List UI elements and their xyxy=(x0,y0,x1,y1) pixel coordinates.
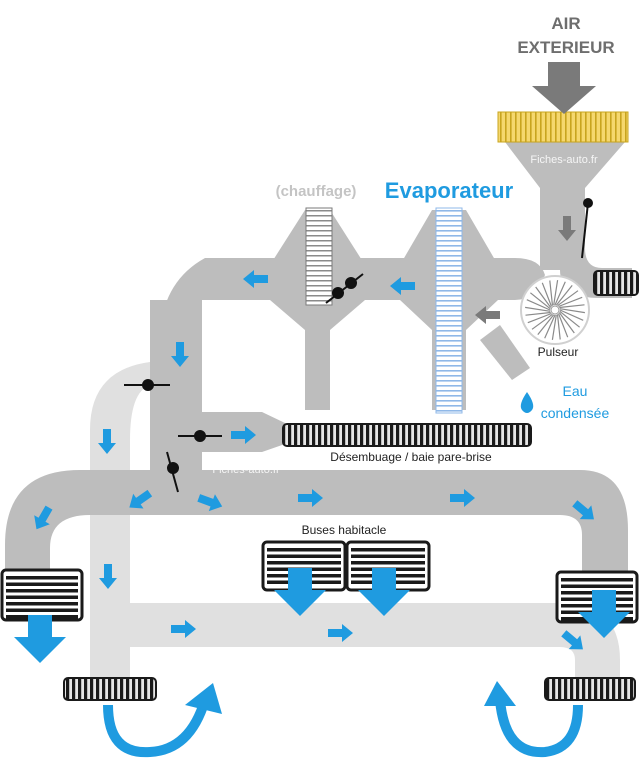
flow-arrow-icon xyxy=(98,429,116,454)
recirc-right-arrow-icon xyxy=(495,699,583,758)
condensate-drain xyxy=(480,325,530,380)
flow-arrow-icon xyxy=(450,489,475,507)
left-light-riser xyxy=(90,362,150,700)
flow-arrow-icon xyxy=(572,500,594,520)
flow-arrow-icon xyxy=(231,426,256,444)
flow-arrow-icon xyxy=(171,620,196,638)
evaporateur-label: Evaporateur xyxy=(385,178,514,203)
left-side-outlet-grille xyxy=(0,568,84,622)
left-lower-branch xyxy=(5,470,175,575)
flaps xyxy=(124,198,593,493)
air-exterieur-label-line1: AIR xyxy=(551,14,580,33)
defrost-flap-icon xyxy=(178,430,222,442)
flow-arrow-icon xyxy=(171,342,189,367)
watermark-top: Fiches-auto.fr xyxy=(530,154,598,166)
blower-side-grille xyxy=(593,270,639,296)
lower-light-duct xyxy=(90,603,610,647)
chauffage-label: (chauffage) xyxy=(276,183,357,200)
outlet-flow-arrow-icon xyxy=(14,615,66,663)
pulseur-label: Pulseur xyxy=(538,345,579,359)
flow-arrow-icon xyxy=(243,270,268,288)
intake-flap-icon xyxy=(581,198,593,259)
flow-arrow-icon xyxy=(99,564,117,589)
middle-lower-duct xyxy=(175,470,628,575)
evaporator-core xyxy=(435,207,463,414)
flow-arrow-icon xyxy=(475,306,500,324)
flow-arrow-icon xyxy=(561,630,583,650)
outlet-flow-arrow-icon xyxy=(274,568,326,616)
recirc-left-arrow-icon xyxy=(103,698,210,758)
flow-arrow-icon xyxy=(298,489,323,507)
flow-arrow-icon xyxy=(34,505,53,530)
intake-arrow-icon xyxy=(532,62,596,114)
recirc-left-arrowhead-icon xyxy=(185,683,222,714)
intake-hopper xyxy=(505,142,625,270)
air-filter xyxy=(497,111,629,143)
defrost-grille xyxy=(282,423,532,447)
flow-arrow-icon xyxy=(328,624,353,642)
water-drop-icon xyxy=(520,392,534,413)
heater-mix-flap-icon xyxy=(325,273,364,304)
watermark-middle: Fiches-auto.fr xyxy=(212,464,280,476)
flow-arrow-icon xyxy=(558,216,576,241)
eau-condensee-label-line1: Eau xyxy=(563,383,588,399)
air-exterieur-label-line2: EXTERIEUR xyxy=(517,38,614,57)
desembuage-label: Désembuage / baie pare-brise xyxy=(330,450,492,464)
flow-arrow-icon xyxy=(129,489,153,509)
bottom-right-grille xyxy=(544,677,636,701)
heater-core xyxy=(305,207,333,306)
outlet-flow-arrow-icon xyxy=(358,568,410,616)
eau-condensee-label-line2: condensée xyxy=(541,405,610,421)
recirc-right-arrowhead-icon xyxy=(484,681,516,706)
bottom-left-grille xyxy=(63,677,157,701)
flow-arrow-icon xyxy=(390,277,415,295)
flow-arrow-icon xyxy=(197,494,223,512)
outlet-flow-arrow-icon xyxy=(578,590,630,638)
left-upper-flap-icon xyxy=(124,379,170,391)
floor-flap-icon xyxy=(166,451,179,493)
blower-fan-icon xyxy=(520,275,590,345)
recirculation-arrows xyxy=(103,698,583,758)
buses-habitacle-label: Buses habitacle xyxy=(302,523,387,537)
heater-housing xyxy=(270,210,365,410)
